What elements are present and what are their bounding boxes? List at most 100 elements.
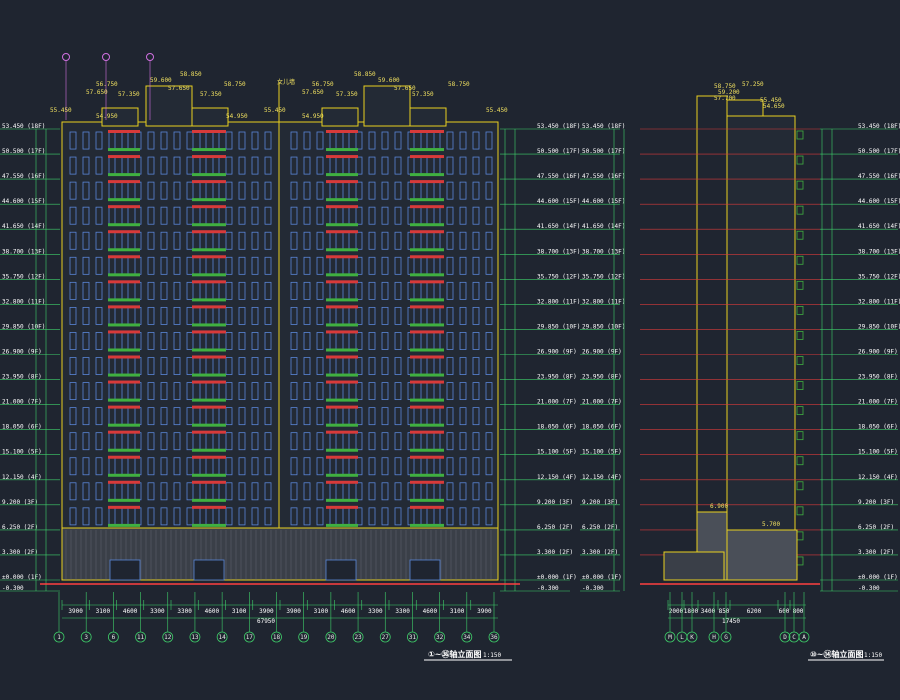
side-canopy [663, 551, 725, 581]
window [459, 357, 467, 375]
window [316, 131, 324, 150]
balcony-band [410, 230, 444, 234]
window [160, 131, 168, 150]
window [160, 457, 168, 476]
window [225, 281, 233, 300]
balcony-band [108, 155, 140, 159]
balcony-band [326, 255, 358, 259]
window [303, 181, 311, 200]
window [485, 231, 493, 250]
window [368, 482, 376, 501]
window [381, 482, 389, 501]
railing-band [108, 173, 140, 177]
level-label: 44.600 (15F) [582, 198, 625, 205]
balcony-band [326, 280, 358, 284]
balcony-band [192, 405, 226, 409]
window [160, 231, 168, 250]
window [82, 206, 90, 225]
window [186, 507, 194, 526]
window [472, 457, 480, 476]
elevation-label: 56.750 [312, 81, 334, 88]
elevation-label: 57.650 [394, 85, 416, 92]
window [368, 256, 376, 275]
level-label: 9.200 (3F) [582, 499, 618, 506]
elevation-label: 57.350 [118, 91, 140, 98]
side-level-labels-left: 53.450 (18F)50.500 (17F)47.550 (16F)44.6… [580, 123, 625, 592]
balcony-band [192, 355, 226, 359]
window [225, 407, 233, 426]
level-label: 35.750 (12F) [537, 273, 580, 280]
window [173, 332, 181, 350]
railing-band [192, 198, 226, 202]
level-label: 18.050 (6F) [537, 424, 577, 431]
window [472, 382, 480, 401]
axis-bubble [461, 631, 473, 643]
level-label: -0.300 [537, 585, 559, 592]
window [381, 432, 389, 451]
dim-value: 4600 [423, 608, 438, 615]
window [264, 256, 272, 275]
window [368, 181, 376, 200]
elevation-label: 59.200 [718, 89, 740, 96]
window [160, 382, 168, 401]
balcony-band [326, 305, 358, 309]
window [95, 407, 103, 426]
window [160, 306, 168, 325]
balcony-band [410, 305, 444, 309]
window [459, 432, 467, 451]
window [238, 281, 246, 300]
window [485, 256, 493, 275]
axis-bubble [325, 631, 337, 643]
balcony-band [410, 205, 444, 209]
window [147, 306, 155, 325]
window [147, 206, 155, 225]
axis-label: M [668, 634, 672, 641]
axis-bubble [189, 631, 201, 643]
window [251, 457, 259, 476]
railing-band [326, 273, 358, 277]
window [355, 382, 363, 401]
window [82, 382, 90, 401]
balcony-band [410, 130, 444, 133]
window [355, 357, 363, 375]
window [446, 306, 454, 325]
front-level-labels-left: 53.450 (18F)50.500 (17F)47.550 (16F)44.6… [0, 123, 60, 592]
railing-band [410, 148, 444, 152]
window [485, 181, 493, 200]
railing-band [326, 348, 358, 352]
balcony-band [108, 180, 140, 184]
front-scale: 1:150 [483, 652, 501, 659]
level-label: 18.050 (6F) [2, 424, 42, 431]
window [368, 231, 376, 250]
window [290, 507, 298, 526]
balcony-band [410, 180, 444, 184]
dim-value: 3100 [314, 608, 329, 615]
railing-band [326, 248, 358, 252]
axis-bubble [798, 631, 810, 643]
balcony-band [410, 155, 444, 159]
railing-band [326, 473, 358, 477]
railing-band [326, 498, 358, 502]
level-label: 23.950 (8F) [858, 374, 898, 381]
side-window [796, 431, 804, 441]
axis-label: 12 [164, 634, 172, 641]
window [394, 457, 402, 476]
window [238, 507, 246, 526]
window [147, 231, 155, 250]
window [160, 407, 168, 426]
window [69, 432, 77, 451]
window [225, 357, 233, 375]
window [472, 206, 480, 225]
level-label: 41.650 (14F) [2, 223, 45, 230]
elevation-label: 57.650 [168, 85, 190, 92]
window [381, 332, 389, 350]
window [264, 332, 272, 350]
window [225, 181, 233, 200]
window [95, 432, 103, 451]
window [225, 432, 233, 451]
window [238, 432, 246, 451]
elevation-label: 59.600 [378, 77, 400, 84]
window [472, 357, 480, 375]
